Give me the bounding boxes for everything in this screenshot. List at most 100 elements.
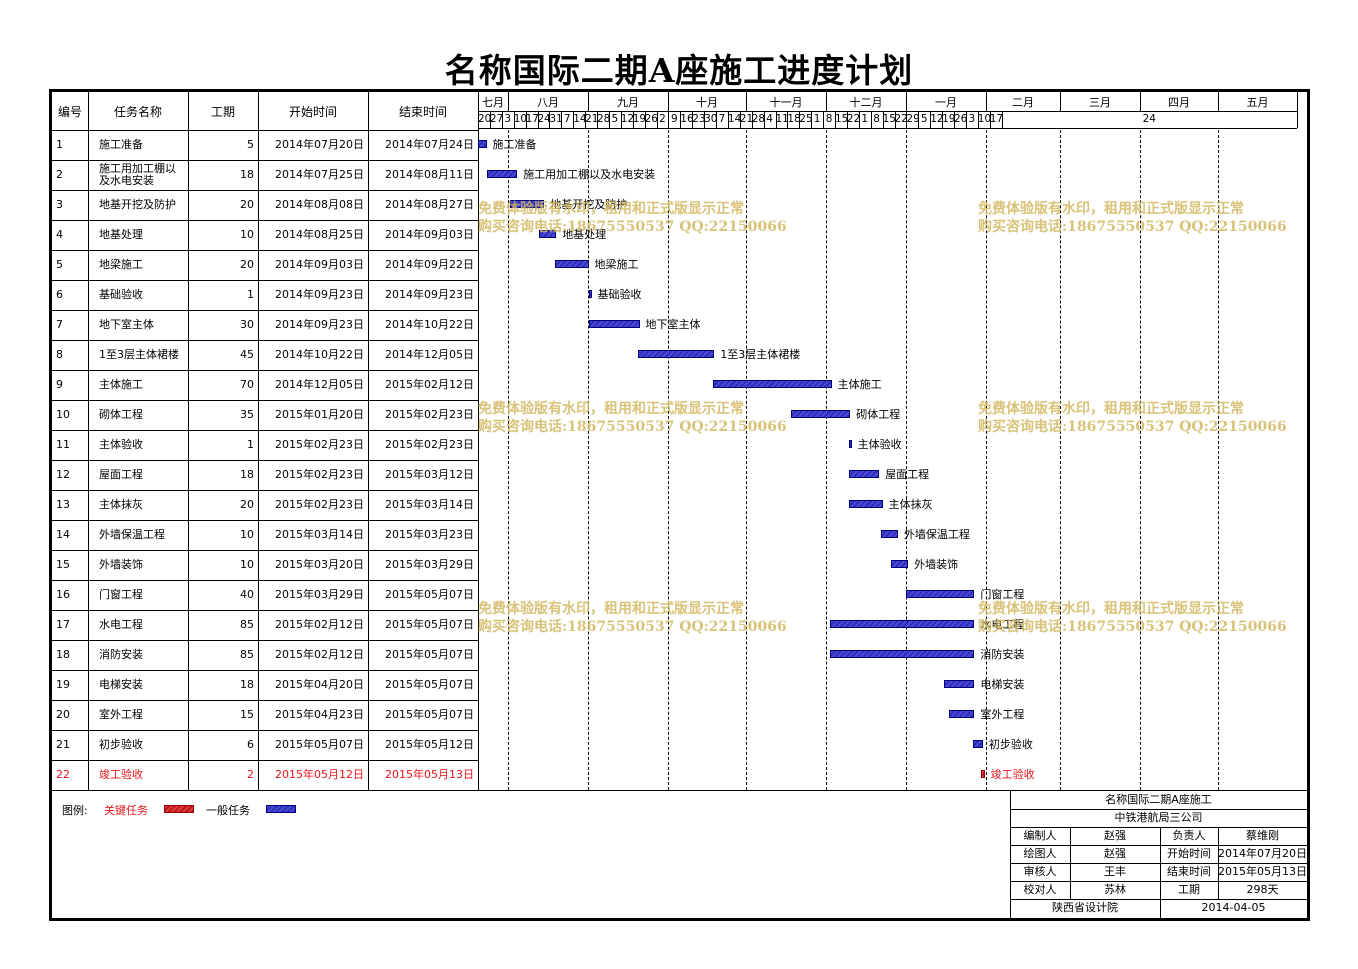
task-duration: 10	[240, 528, 254, 541]
bar-label: 基础验收	[597, 288, 642, 301]
week-tick-label: 19	[942, 113, 956, 125]
header-end: 结束时间	[398, 105, 447, 119]
week-divider	[620, 111, 622, 128]
week-tick-label: 21	[739, 113, 754, 125]
week-tick-label: 10	[513, 113, 528, 125]
task-no: 18	[56, 648, 70, 661]
week-divider	[846, 111, 848, 128]
task-no: 19	[56, 678, 70, 691]
info-divider	[1010, 899, 1307, 900]
week-divider	[608, 111, 610, 128]
bar-label: 外墙保温工程	[903, 528, 970, 541]
gantt-bar	[554, 260, 589, 268]
gantt-bar	[588, 320, 640, 328]
task-start: 2015年05月12日	[275, 768, 364, 781]
week-tick-label: 14	[573, 113, 587, 125]
task-start: 2015年04月20日	[275, 678, 364, 691]
task-duration: 35	[240, 408, 254, 421]
task-start: 2014年09月23日	[275, 288, 364, 301]
row-divider	[52, 250, 478, 251]
task-name: 室外工程	[99, 708, 143, 721]
task-start: 2014年07月25日	[275, 168, 364, 181]
timescale-divider	[478, 111, 1297, 112]
info-label-duration: 工期	[1178, 883, 1200, 896]
week-tick-label: 24	[537, 113, 551, 125]
week-divider	[977, 111, 979, 128]
month-gridline	[1060, 130, 1061, 790]
gantt-bar	[486, 170, 518, 178]
week-divider	[632, 111, 634, 128]
legend-normal-swatch	[266, 805, 296, 813]
week-divider	[811, 111, 813, 128]
task-start: 2015年02月12日	[275, 618, 364, 631]
task-duration: 10	[240, 228, 254, 241]
task-no: 17	[56, 618, 70, 631]
legend-critical-swatch	[164, 805, 194, 813]
task-no: 20	[56, 708, 70, 721]
header-duration: 工期	[210, 105, 235, 119]
week-divider	[561, 111, 563, 128]
timescale-edge	[1297, 92, 1298, 128]
task-start: 2014年08月25日	[275, 228, 364, 241]
task-name: 1至3层主体裙楼	[99, 348, 179, 361]
info-value-editor: 赵强	[1104, 829, 1126, 842]
task-name: 门窗工程	[99, 588, 143, 601]
week-divider	[716, 111, 717, 128]
task-no: 14	[56, 528, 70, 541]
week-divider	[680, 111, 682, 128]
week-tick-label: 19	[632, 113, 647, 125]
week-tick-label: 15	[882, 113, 896, 125]
task-start: 2014年09月23日	[275, 318, 364, 331]
week-divider	[513, 111, 515, 128]
info-org: 陕西省设计院	[1052, 901, 1118, 914]
column-divider	[88, 92, 89, 790]
task-no: 5	[56, 258, 63, 271]
gantt-bar	[637, 350, 715, 358]
task-start: 2014年12月05日	[275, 378, 364, 391]
gantt-bar	[790, 410, 851, 418]
week-tick-label: 24	[1142, 113, 1156, 125]
week-divider	[918, 111, 920, 128]
month-gridline	[906, 130, 907, 790]
week-tick-label: 15	[835, 113, 849, 125]
task-name: 主体验收	[99, 438, 143, 451]
row-divider	[52, 220, 478, 221]
month-label: 二月	[1012, 96, 1034, 109]
bar-label: 水电工程	[980, 618, 1025, 631]
week-divider	[799, 111, 801, 128]
task-start: 2015年02月23日	[275, 468, 364, 481]
info-value-drafter: 赵强	[1104, 847, 1126, 860]
month-label: 十月	[696, 96, 718, 109]
month-label: 一月	[935, 96, 957, 109]
row-divider	[52, 160, 478, 161]
month-gridline	[1140, 130, 1141, 790]
watermark-line2: 购买咨询电话:18675550537 QQ:22150066	[478, 219, 787, 235]
task-end: 2015年05月07日	[385, 648, 474, 661]
watermark-line1: 免费体验版有水印，租用和正式版显示正常	[978, 401, 1244, 417]
task-no: 4	[56, 228, 63, 241]
row-divider	[52, 190, 478, 191]
watermark-line1: 免费体验版有水印，租用和正式版显示正常	[978, 201, 1244, 217]
row-divider	[52, 760, 478, 761]
watermark-line2: 购买咨询电话:18675550537 QQ:22150066	[978, 419, 1287, 435]
table-bottom-line	[52, 790, 1307, 791]
row-divider	[52, 460, 478, 461]
row-divider	[52, 670, 478, 671]
watermark: 免费体验版有水印，租用和正式版显示正常购买咨询电话:18675550537 QQ…	[978, 600, 1287, 636]
bar-label: 电梯安装	[980, 678, 1025, 691]
task-duration: 20	[240, 498, 254, 511]
task-end: 2015年03月29日	[385, 558, 474, 571]
watermark: 免费体验版有水印，租用和正式版显示正常购买咨询电话:18675550537 QQ…	[478, 200, 787, 236]
task-end: 2014年09月23日	[385, 288, 474, 301]
info-divider	[1010, 809, 1307, 810]
task-end: 2014年10月22日	[385, 318, 474, 331]
task-duration: 85	[240, 618, 254, 631]
bar-label: 地下室主体	[645, 318, 701, 331]
task-name: 初步验收	[99, 738, 143, 751]
task-start: 2015年03月29日	[275, 588, 364, 601]
week-divider	[942, 111, 944, 128]
bar-label: 消防安装	[980, 648, 1025, 661]
row-divider	[52, 340, 478, 341]
bar-label: 1至3层主体裙楼	[720, 348, 801, 361]
task-duration: 18	[240, 168, 254, 181]
